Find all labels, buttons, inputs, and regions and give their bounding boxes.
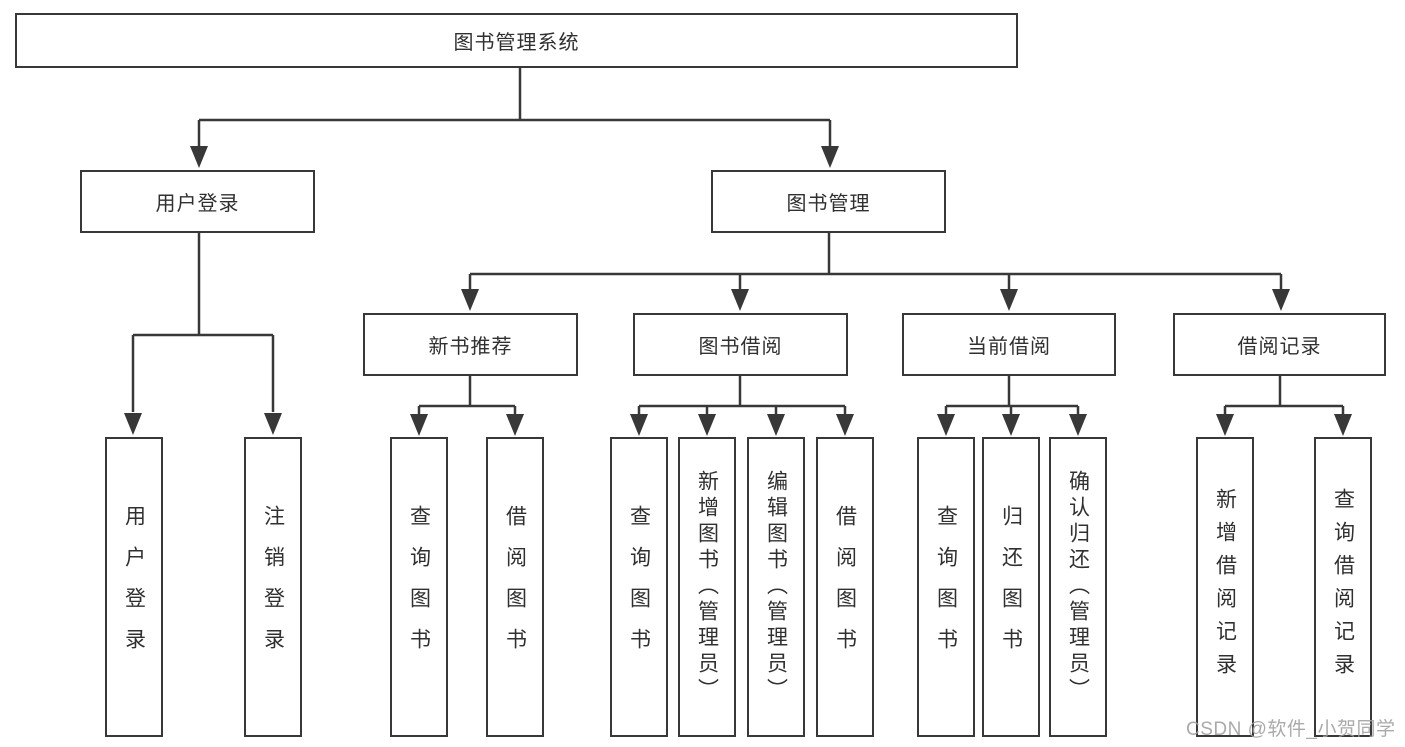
leaf-label: 编辑图书（管理员） [764,470,788,704]
leaf-label: 查询图书 [627,505,651,669]
node-label: 图书管理系统 [453,32,580,54]
leaf-label: 注销登录 [261,505,285,669]
leaf-label: 查询图书 [934,505,958,669]
leaf-add-book-admin: 新增图书（管理员） [678,437,736,737]
node-label: 图书借阅 [698,336,783,358]
node-label: 图书管理 [786,193,871,215]
leaf-label: 新增图书（管理员） [695,470,719,704]
csdn-watermark: CSDN @软件_小贺同学 [1186,719,1396,740]
connector-current-borrow-to-leaves [944,376,1080,414]
connector-borrow-record-to-leaves [1223,376,1345,414]
leaf-label: 查询图书 [407,505,431,669]
leaf-confirm-return-admin: 确认归还（管理员） [1049,437,1107,737]
node-current-borrowing: 当前借阅 [902,313,1116,376]
leaf-label: 借阅图书 [833,505,857,669]
node-new-book-recommendation: 新书推荐 [363,313,578,376]
leaf-edit-book-admin: 编辑图书（管理员） [747,437,805,737]
leaf-label: 归还图书 [999,505,1023,669]
node-label: 新书推荐 [428,336,513,358]
node-borrowing-records: 借阅记录 [1173,313,1386,376]
node-label: 用户登录 [155,193,240,215]
leaf-label: 查询借阅记录 [1331,488,1355,686]
node-label: 借阅记录 [1237,336,1322,358]
leaf-label: 确认归还（管理员） [1066,470,1090,704]
node-user-login: 用户登录 [80,170,315,233]
leaf-borrow-books-recommend: 借阅图书 [486,437,544,737]
connector-book-borrow-to-leaves [637,376,847,414]
leaf-query-books-current: 查询图书 [917,437,975,737]
connector-book-management-to-level3 [468,233,1283,290]
leaf-user-login: 用户登录 [105,437,163,737]
leaf-query-books-recommend: 查询图书 [390,437,448,737]
leaf-label: 用户登录 [122,505,146,669]
connector-new-book-to-leaves [417,376,517,414]
connector-root-to-level2 [197,68,832,146]
arrowheads [124,146,1352,436]
leaf-return-book: 归还图书 [982,437,1040,737]
node-book-management: 图书管理 [711,170,946,233]
leaf-add-borrow-record: 新增借阅记录 [1196,437,1254,737]
node-library-management-system: 图书管理系统 [15,13,1018,68]
leaf-logout: 注销登录 [244,437,302,737]
leaf-label: 借阅图书 [503,505,527,669]
leaf-borrow-books-borrowing: 借阅图书 [816,437,874,737]
node-label: 当前借阅 [967,336,1051,358]
leaf-query-borrow-record: 查询借阅记录 [1314,437,1372,737]
leaf-query-books-borrowing: 查询图书 [610,437,668,737]
leaf-label: 新增借阅记录 [1213,488,1237,686]
connector-user-login-to-leaves [131,233,275,412]
node-book-borrowing: 图书借阅 [633,313,848,376]
